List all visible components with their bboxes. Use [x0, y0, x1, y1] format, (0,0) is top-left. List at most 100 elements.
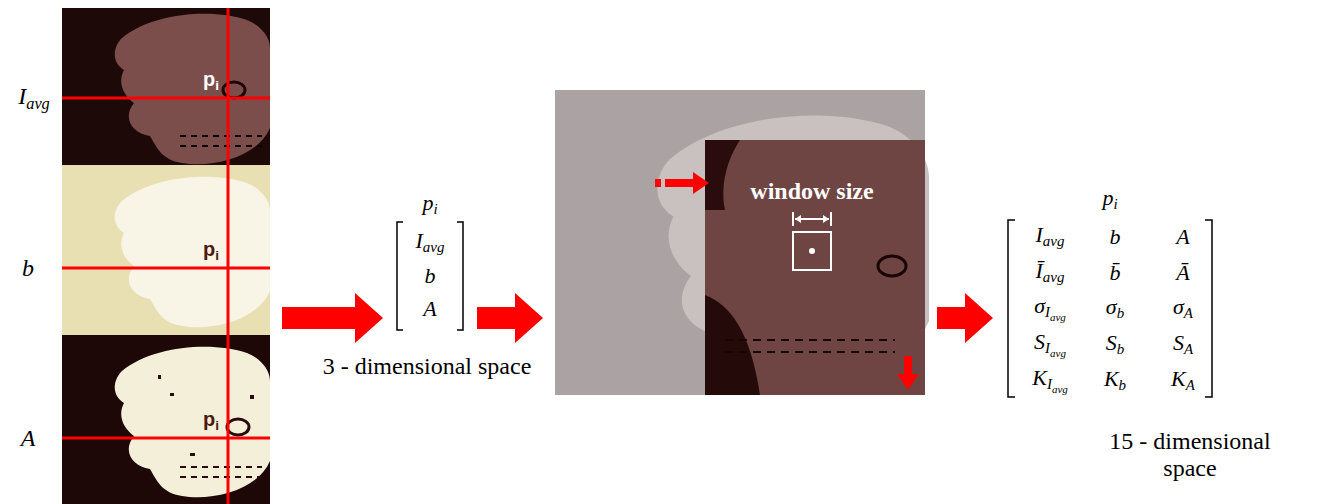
- symbol-text: K: [1032, 365, 1047, 390]
- symbol-text: 3 - dimensional space: [323, 353, 532, 379]
- subscript-text: avg: [1043, 234, 1065, 250]
- symbol-text: p: [422, 190, 433, 215]
- symbol-text: I: [1036, 222, 1043, 247]
- image-ground: [62, 335, 270, 504]
- math-term: KIavg: [1032, 365, 1068, 396]
- window-region: [705, 140, 925, 395]
- symbol-text: b: [425, 263, 436, 288]
- caption-text: 15 - dimensional space: [1090, 428, 1290, 482]
- eye-ring: [223, 82, 245, 98]
- window-image: window size: [555, 90, 925, 395]
- subscript-text: avg: [1043, 270, 1065, 286]
- symbol-text: σ: [1106, 294, 1117, 319]
- speck: [190, 453, 195, 456]
- symbol-text: S: [1034, 329, 1045, 354]
- symbol-text: b̄: [1110, 260, 1121, 285]
- math-term: Kb: [1104, 366, 1126, 395]
- axis-symbol: Iavg: [18, 83, 50, 114]
- image-ground: [705, 295, 760, 395]
- subscript-text: I: [1045, 341, 1050, 357]
- subscript-text: I: [1045, 305, 1050, 321]
- image-panel: pi: [62, 335, 270, 504]
- feature-matrix: piIavgbAĪavgb̄ĀσIavgσbσASIavgSbSAKIavgKb…: [1005, 185, 1220, 400]
- symbol-text: b: [22, 255, 34, 281]
- math-term: b: [425, 263, 436, 289]
- size-arrowhead: [823, 215, 829, 223]
- size-tick: [792, 212, 794, 226]
- math-term: SA: [1173, 330, 1193, 359]
- dash-mark: [180, 145, 262, 147]
- symbol-text: K: [1104, 366, 1119, 391]
- image-ground: [62, 8, 270, 165]
- axis-symbol: b: [22, 255, 34, 282]
- math-term: A: [423, 296, 436, 322]
- symbol-text: I: [18, 83, 26, 109]
- math-term: A: [1176, 224, 1189, 250]
- window-square: [793, 232, 831, 270]
- eye-ring: [227, 419, 249, 435]
- block-arrow: [477, 293, 543, 343]
- scan-line: [62, 97, 270, 100]
- math-term: window size: [750, 177, 873, 206]
- math-term: SIavg: [1034, 329, 1066, 360]
- speck: [250, 395, 254, 399]
- image-ground: [62, 165, 270, 335]
- intensity-image: [62, 8, 270, 165]
- subscript-text: avg: [26, 93, 50, 112]
- dash-mark: [725, 351, 895, 353]
- center-dot: [809, 248, 815, 254]
- symbol-text: S: [1106, 330, 1117, 355]
- scan-line: [62, 437, 270, 440]
- symbol-text: p: [203, 238, 215, 260]
- block-arrow: [937, 293, 993, 343]
- dash-mark: [180, 466, 262, 468]
- matrix-bracket: [397, 222, 403, 330]
- speck: [158, 375, 161, 379]
- math-term: Ā: [1176, 260, 1189, 286]
- symbol-text: K: [1171, 366, 1186, 391]
- subscript-text: avg: [1052, 384, 1068, 396]
- symbol-text: p: [203, 68, 215, 90]
- math-term: σIavg: [1034, 293, 1066, 324]
- math-term: pi: [203, 407, 219, 434]
- symbol-text: Ī: [1036, 258, 1043, 283]
- subscript-text: avg: [1050, 312, 1066, 324]
- caption-text: 3 - dimensional space: [323, 353, 532, 380]
- scan-arrow: [897, 356, 919, 390]
- math-term: Īavg: [1036, 258, 1065, 287]
- head-shape: [115, 14, 270, 164]
- symbol-text: b: [1110, 224, 1121, 249]
- symbol-text: σ: [1034, 293, 1045, 318]
- math-term: Iavg: [1036, 222, 1065, 251]
- head-shape: [115, 347, 270, 497]
- block-arrow: [282, 293, 383, 343]
- math-term: b: [1110, 224, 1121, 250]
- subscript-text: i: [1113, 197, 1117, 213]
- subscript-text: i: [433, 202, 437, 218]
- symbol-text: p: [203, 408, 215, 430]
- symbol-text: p: [1102, 185, 1113, 210]
- symbol-text: σ: [1173, 294, 1184, 319]
- subscript-text: A: [1184, 342, 1193, 358]
- subscript-text: A: [1184, 306, 1193, 322]
- symbol-text: A: [423, 296, 436, 321]
- subscript-text: b: [1117, 306, 1124, 322]
- feature-vector: piIavg bA: [395, 190, 465, 332]
- speck: [170, 393, 174, 396]
- math-term: pi: [422, 190, 437, 219]
- math-term: Sb: [1106, 330, 1124, 359]
- math-term: Iavg: [416, 228, 445, 257]
- image-panel: pi: [62, 165, 270, 335]
- scan-line: [227, 335, 230, 504]
- math-term: b̄: [1110, 260, 1121, 286]
- symbol-text: A: [21, 425, 36, 451]
- axis-symbol: A: [21, 425, 36, 452]
- subscript-text: b: [1119, 378, 1126, 394]
- dash-mark: [180, 135, 262, 137]
- subscript-text: I: [1047, 377, 1052, 393]
- scan-line: [62, 267, 270, 270]
- dash-mark: [725, 339, 895, 341]
- scan-arrow: [655, 179, 661, 187]
- subscript-text: i: [215, 78, 219, 93]
